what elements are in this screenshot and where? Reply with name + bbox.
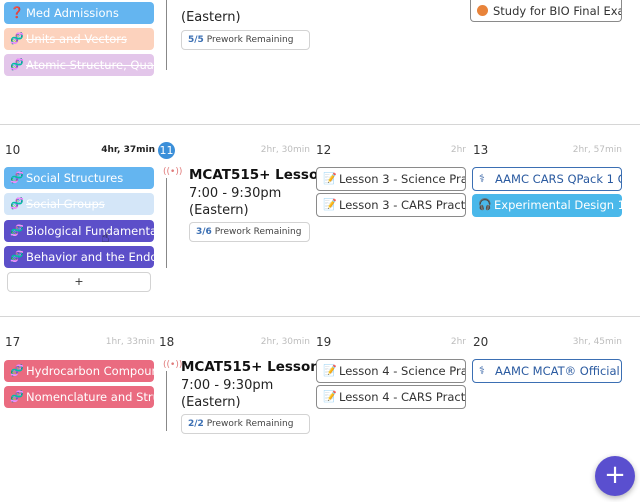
live-class-timezone: (Eastern) xyxy=(181,395,241,410)
edit-note-icon: 📝 xyxy=(323,364,337,377)
day-number-19: 19 xyxy=(316,335,332,349)
day-duration-17: 1hr, 33min xyxy=(105,337,155,347)
dna-icon: 🧬 xyxy=(10,32,24,45)
dna-icon: 🧬 xyxy=(10,250,24,263)
lesson-item-science[interactable]: 📝 Lesson 3 - Science Pract xyxy=(316,167,466,191)
day-duration-12: 2hr xyxy=(450,145,466,155)
edit-note-icon: 📝 xyxy=(323,390,337,403)
live-class-timezone: (Eastern) xyxy=(189,203,249,218)
day-duration-10: 4hr, 37min xyxy=(101,145,155,155)
question-icon: ❓ xyxy=(10,6,24,19)
event-pill-hydrocarbon-compounds[interactable]: 🧬 Hydrocarbon Compoun xyxy=(4,360,154,382)
event-pill-nomenclature-structure[interactable]: 🧬 Nomenclature and Stru xyxy=(4,386,154,408)
event-pill-experimental-design[interactable]: 🎧 Experimental Design 1 xyxy=(472,194,622,217)
event-pill-biological-fundamentals[interactable]: 🧬 Biological Fundamental xyxy=(4,220,154,242)
day-number-12: 12 xyxy=(316,143,332,157)
prework-remaining-badge[interactable]: 2/2 Prework Remaining xyxy=(181,414,310,434)
caduceus-icon: ⚕ xyxy=(479,364,485,377)
dna-icon: 🧬 xyxy=(10,171,24,184)
live-class-timezone: (Eastern) xyxy=(181,10,241,25)
dna-icon: 🧬 xyxy=(10,390,24,403)
event-pill-social-groups[interactable]: 🧬 Social Groups xyxy=(4,193,154,215)
add-floating-button[interactable]: + xyxy=(595,456,635,496)
live-class-title[interactable]: MCAT515+ Lesson 4 xyxy=(181,359,334,375)
dna-icon: 🧬 xyxy=(10,197,24,210)
live-class-time: 7:00 - 9:30pm xyxy=(181,378,274,393)
dna-icon: 🧬 xyxy=(10,58,24,71)
live-class-divider xyxy=(166,178,167,268)
event-pill-med-admissions[interactable]: ❓ Med Admissions xyxy=(4,2,154,24)
day-duration-19: 2hr xyxy=(450,337,466,347)
live-class-divider xyxy=(166,0,167,70)
aamc-mcat-official-item[interactable]: ⚕ AAMC MCAT® Official Pr xyxy=(472,359,622,383)
edit-note-icon: 📝 xyxy=(323,198,337,211)
lesson-item-cars[interactable]: 📝 Lesson 3 - CARS Practice xyxy=(316,193,466,217)
event-pill-social-structures[interactable]: 🧬 Social Structures xyxy=(4,167,154,189)
live-broadcast-icon: ((•)) xyxy=(163,167,183,177)
lesson-item-cars[interactable]: 📝 Lesson 4 - CARS Practice xyxy=(316,385,466,409)
prework-remaining-badge[interactable]: 3/6 Prework Remaining xyxy=(189,222,310,242)
edit-note-icon: 📝 xyxy=(323,172,337,185)
day-number-13: 13 xyxy=(473,143,489,157)
circle-dot-icon xyxy=(477,5,488,16)
day-duration-18: 2hr, 30min xyxy=(260,337,310,347)
day-number-17: 17 xyxy=(5,335,21,349)
dna-icon: 🧬 xyxy=(10,364,24,377)
day-number-20: 20 xyxy=(473,335,489,349)
live-class-title[interactable]: MCAT515+ Lesson 3 xyxy=(189,167,342,183)
aamc-cars-qpack-item[interactable]: ⚕ AAMC CARS QPack 1 Q1 xyxy=(472,167,622,191)
day-duration-13: 2hr, 57min xyxy=(572,145,622,155)
event-pill-units-vectors[interactable]: 🧬 Units and Vectors xyxy=(4,28,154,50)
prework-remaining-badge[interactable]: 5/5 Prework Remaining xyxy=(181,30,310,50)
headset-icon: 🎧 xyxy=(478,198,492,211)
lesson-item-science[interactable]: 📝 Lesson 4 - Science Pract xyxy=(316,359,466,383)
week-divider xyxy=(0,124,640,125)
day-number-10: 10 xyxy=(5,143,21,157)
hand-cursor-icon: ☝ xyxy=(101,230,110,246)
add-event-button[interactable]: + xyxy=(7,272,151,292)
event-pill-behavior-endocrine[interactable]: 🧬 Behavior and the Endoc xyxy=(4,246,154,268)
live-class-time: 7:00 - 9:30pm xyxy=(189,186,282,201)
week-divider xyxy=(0,316,640,317)
live-class-divider xyxy=(166,371,167,431)
live-broadcast-icon: ((•)) xyxy=(163,360,183,370)
task-study-bio-final[interactable]: Study for BIO Final Exan xyxy=(470,0,622,22)
day-duration-11: 2hr, 30min xyxy=(260,145,310,155)
dna-icon: 🧬 xyxy=(10,224,24,237)
day-number-18: 18 xyxy=(159,335,175,349)
day-duration-20: 3hr, 45min xyxy=(572,337,622,347)
caduceus-icon: ⚕ xyxy=(479,172,485,185)
event-pill-atomic-structure[interactable]: 🧬 Atomic Structure, Quan xyxy=(4,54,154,76)
today-day-number-11[interactable]: 11 xyxy=(158,142,175,159)
